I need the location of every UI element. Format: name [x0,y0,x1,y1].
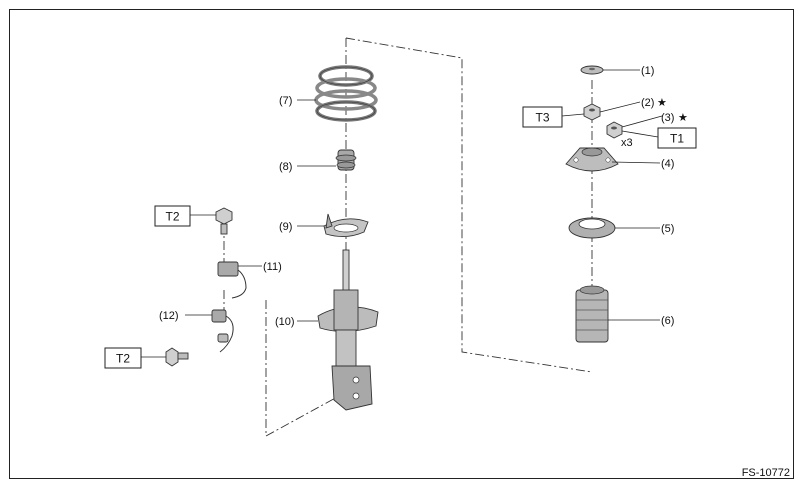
quantity-note: x3 [621,137,633,149]
sensor-bracket [217,261,247,299]
bump-stop [335,149,357,171]
bracket-bolt-lower [165,347,189,367]
torque-label-t3: T3 [535,111,549,125]
callout-9: (9) [279,221,292,233]
callout-6: (6) [661,315,674,327]
callout-11: (11) [263,261,282,273]
callout-10: (10) [275,316,295,328]
callout-1: (1) [641,65,654,77]
star-mark-3: ★ [678,112,688,124]
callout-3: (3) [661,112,674,124]
diagram-frame [9,9,794,479]
figure-code: FS-10772 [742,467,790,479]
torque-label-t1: T1 [670,132,684,146]
washer [580,65,604,75]
torque-label-t2-lower: T2 [116,352,130,366]
dust-boot [575,285,609,343]
strut-assembly [317,249,379,411]
self-locking-nut [583,103,601,121]
torque-box-t2-upper: T2 [154,205,191,227]
torque-label-t2-upper: T2 [165,210,179,224]
bracket-bolt-upper [215,207,233,235]
callout-2: (2) [641,97,654,109]
callout-8: (8) [279,161,292,173]
callout-4: (4) [661,158,674,170]
torque-box-t3: T3 [522,106,563,128]
torque-box-t1: T1 [657,127,697,149]
callout-5: (5) [661,223,674,235]
star-mark-2: ★ [657,97,667,109]
upper-spring-seat [568,217,616,239]
harness-clip [211,309,234,353]
strut-mount [565,147,619,172]
spring-seat [323,213,369,237]
torque-box-t2-lower: T2 [104,347,142,369]
callout-7: (7) [279,95,292,107]
callout-12: (12) [159,310,179,322]
mount-nuts [606,121,623,139]
assembly-guide-lines [223,37,593,437]
leader-lines [141,69,663,358]
